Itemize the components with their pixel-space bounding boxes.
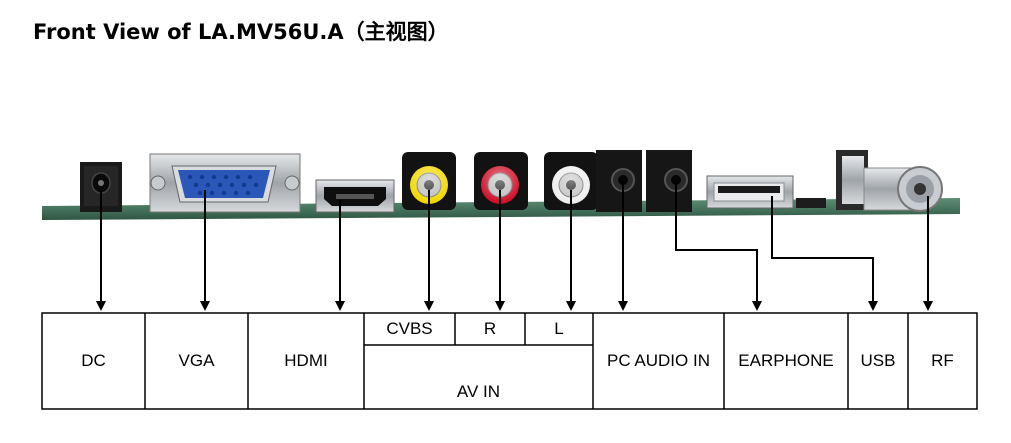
label-cvbs: CVBS [386, 319, 433, 338]
label-rf: RF [931, 351, 954, 370]
connector-arrows [96, 182, 933, 311]
label-dc: DC [81, 351, 106, 370]
page-title: Front View of LA.MV56U.A（主视图） [33, 20, 449, 44]
label-r: R [483, 319, 497, 338]
label-l: L [554, 319, 564, 338]
rca-jack-cvbs [402, 152, 456, 210]
vga-port [149, 153, 301, 213]
earphone-jack [646, 150, 692, 212]
rf-port [836, 150, 943, 212]
pc-audio-jack [596, 150, 642, 212]
label-av-in: AV IN [456, 382, 501, 401]
label-earphone: EARPHONE [738, 351, 834, 370]
label-pc-audio-in: PC AUDIO IN [607, 351, 710, 370]
label-hdmi: HDMI [284, 351, 328, 370]
label-usb: USB [860, 351, 896, 370]
hdmi-port [315, 179, 395, 213]
usb-port [706, 175, 826, 209]
arrow-earphone [675, 182, 762, 311]
rca-jack-r [474, 152, 528, 210]
label-vga: VGA [178, 351, 215, 370]
rca-jack-l [544, 152, 598, 210]
arrow-usb [771, 196, 878, 311]
